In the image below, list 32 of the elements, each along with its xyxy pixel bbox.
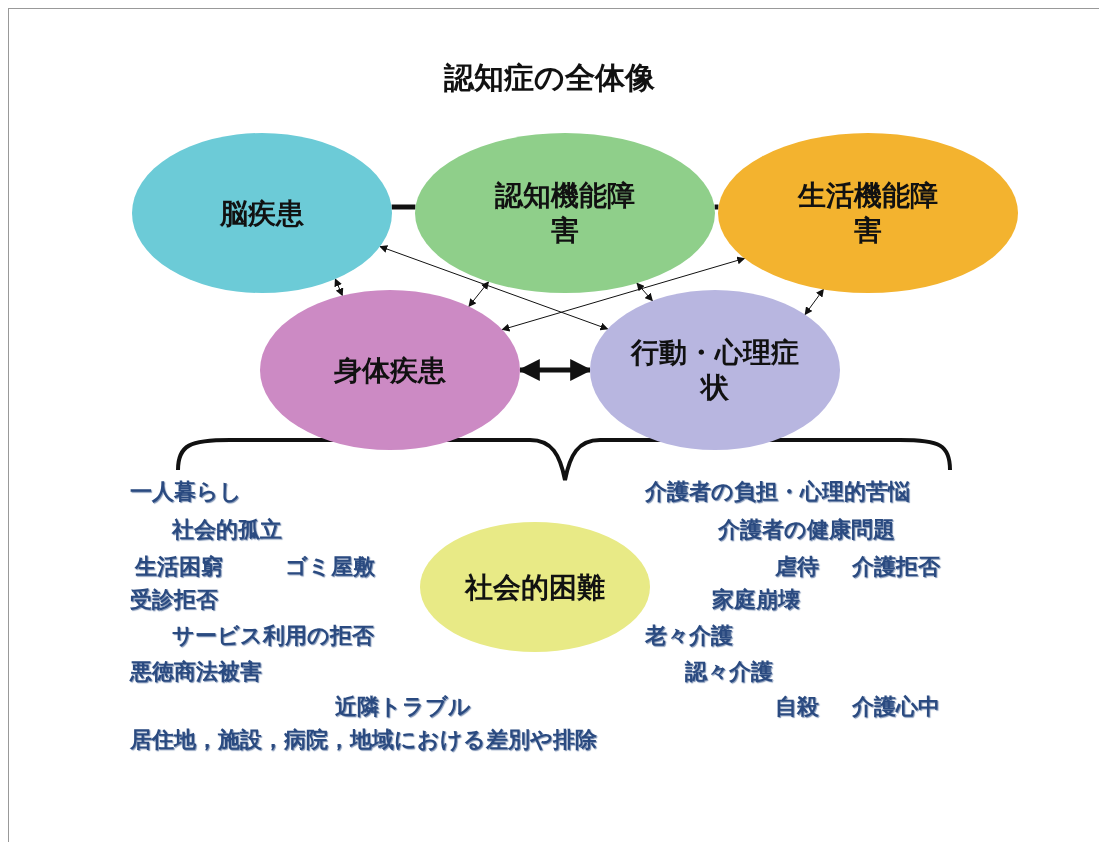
arrow — [501, 256, 746, 332]
issue-label: 介護拒否 — [852, 553, 940, 581]
arrow — [636, 282, 653, 302]
connector-line — [391, 204, 416, 210]
issue-label: 居住地，施設，病院，地域における差別や排除 — [130, 726, 597, 754]
node-label: 生活機能障害 — [798, 178, 938, 248]
title: 認知症の全体像 — [444, 59, 655, 97]
arrow — [379, 245, 609, 331]
arrow — [468, 281, 490, 308]
issue-label: 家庭崩壊 — [712, 586, 800, 614]
issue-label: 社会的孤立 — [172, 516, 282, 544]
issue-label: 老々介護 — [645, 622, 733, 650]
arrow — [804, 288, 824, 316]
node-label: 社会的困難 — [463, 569, 606, 605]
node-label: 脳疾患 — [219, 195, 305, 231]
issue-label: 介護者の健康問題 — [718, 516, 895, 544]
issue-label: 悪徳商法被害 — [130, 658, 262, 686]
issue-label: 認々介護 — [685, 658, 773, 686]
node-label: 認知機能障害 — [495, 178, 635, 248]
issue-label: 介護者の負担・心理的苦悩 — [645, 478, 910, 506]
issue-label: 一人暮らし — [130, 478, 242, 506]
issue-label: 自殺 — [775, 693, 819, 721]
issue-label: 受診拒否 — [130, 586, 218, 614]
issue-label: 介護心中 — [852, 693, 940, 721]
issue-label: ゴミ屋敷 — [285, 553, 375, 581]
node-label: 行動・心理症状 — [631, 335, 799, 405]
issue-label: 虐待 — [775, 553, 819, 581]
issue-label: 近隣トラブル — [335, 693, 471, 721]
arrow — [334, 278, 344, 297]
issue-label: 生活困窮 — [135, 553, 223, 581]
issue-label: サービス利用の拒否 — [172, 622, 374, 650]
node-label: 身体疾患 — [333, 352, 447, 388]
